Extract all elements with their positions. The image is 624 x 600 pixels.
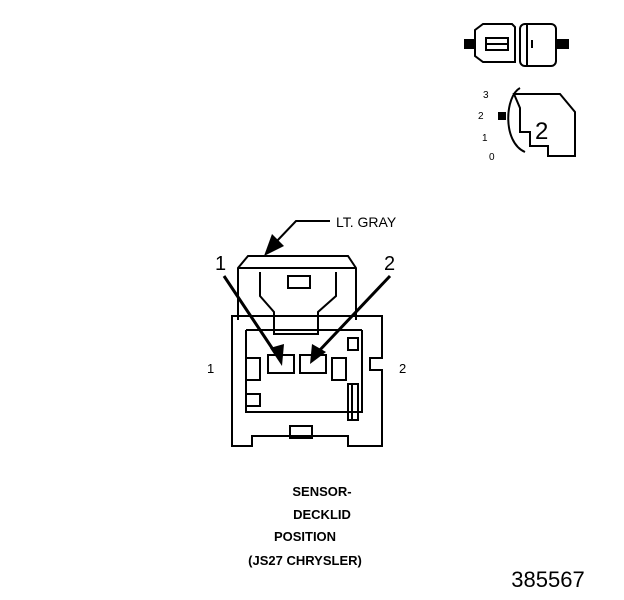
color-callout-leader bbox=[264, 220, 330, 256]
latch-inner bbox=[259, 272, 337, 335]
inset-connector-side-view bbox=[464, 23, 569, 67]
side-label-1: 1 bbox=[207, 361, 214, 376]
caption-line-4: (JS27 CHRYSLER) bbox=[248, 553, 362, 568]
pin-1-arrow-label: 1 bbox=[215, 253, 226, 275]
callout-leader-line bbox=[275, 220, 330, 243]
connector-face bbox=[231, 255, 383, 447]
right-side-lock bbox=[331, 357, 347, 381]
left-detail-lower bbox=[245, 393, 261, 407]
connector-latch bbox=[237, 255, 357, 320]
figure-number: 385567 bbox=[511, 567, 584, 592]
inset-connector-end-view bbox=[498, 87, 576, 157]
pin-2-arrowhead bbox=[310, 344, 326, 364]
inset-plug-body bbox=[474, 23, 516, 63]
caption-line-3: POSITION bbox=[274, 529, 336, 544]
inset-receptacle-body bbox=[519, 23, 557, 67]
inset-pin-marker bbox=[498, 112, 506, 120]
connector-cavity bbox=[245, 330, 363, 413]
callout-arrowhead bbox=[264, 234, 284, 256]
pin-1-arrow-shaft bbox=[222, 275, 278, 355]
inset-scale-1: 1 bbox=[482, 133, 488, 144]
right-detail-upper bbox=[347, 337, 359, 351]
pin-arrows bbox=[222, 274, 392, 366]
side-label-2: 2 bbox=[399, 361, 406, 376]
latch-window bbox=[287, 275, 311, 289]
inset-scale-0: 0 bbox=[489, 152, 495, 163]
color-label: LT. GRAY bbox=[336, 214, 397, 230]
caption-line-1: SENSOR- bbox=[292, 484, 351, 499]
inset-connector-number: 2 bbox=[535, 118, 548, 145]
inset-scale-3: 3 bbox=[483, 90, 489, 101]
inset-end-body bbox=[512, 93, 576, 157]
inset-right-pin bbox=[555, 39, 569, 49]
pin-2-arrow-label: 2 bbox=[384, 253, 395, 275]
inset-scale-2: 2 bbox=[478, 111, 484, 122]
inset-end-arc bbox=[507, 87, 526, 153]
left-side-lock bbox=[245, 357, 261, 381]
inset-left-pin bbox=[464, 39, 476, 49]
pin-2-arrow-shaft bbox=[316, 274, 392, 354]
bottom-key bbox=[289, 425, 313, 439]
caption-line-2: DECKLID bbox=[293, 507, 351, 522]
connector-housing bbox=[231, 315, 383, 447]
pin-1-arrowhead bbox=[270, 344, 284, 366]
